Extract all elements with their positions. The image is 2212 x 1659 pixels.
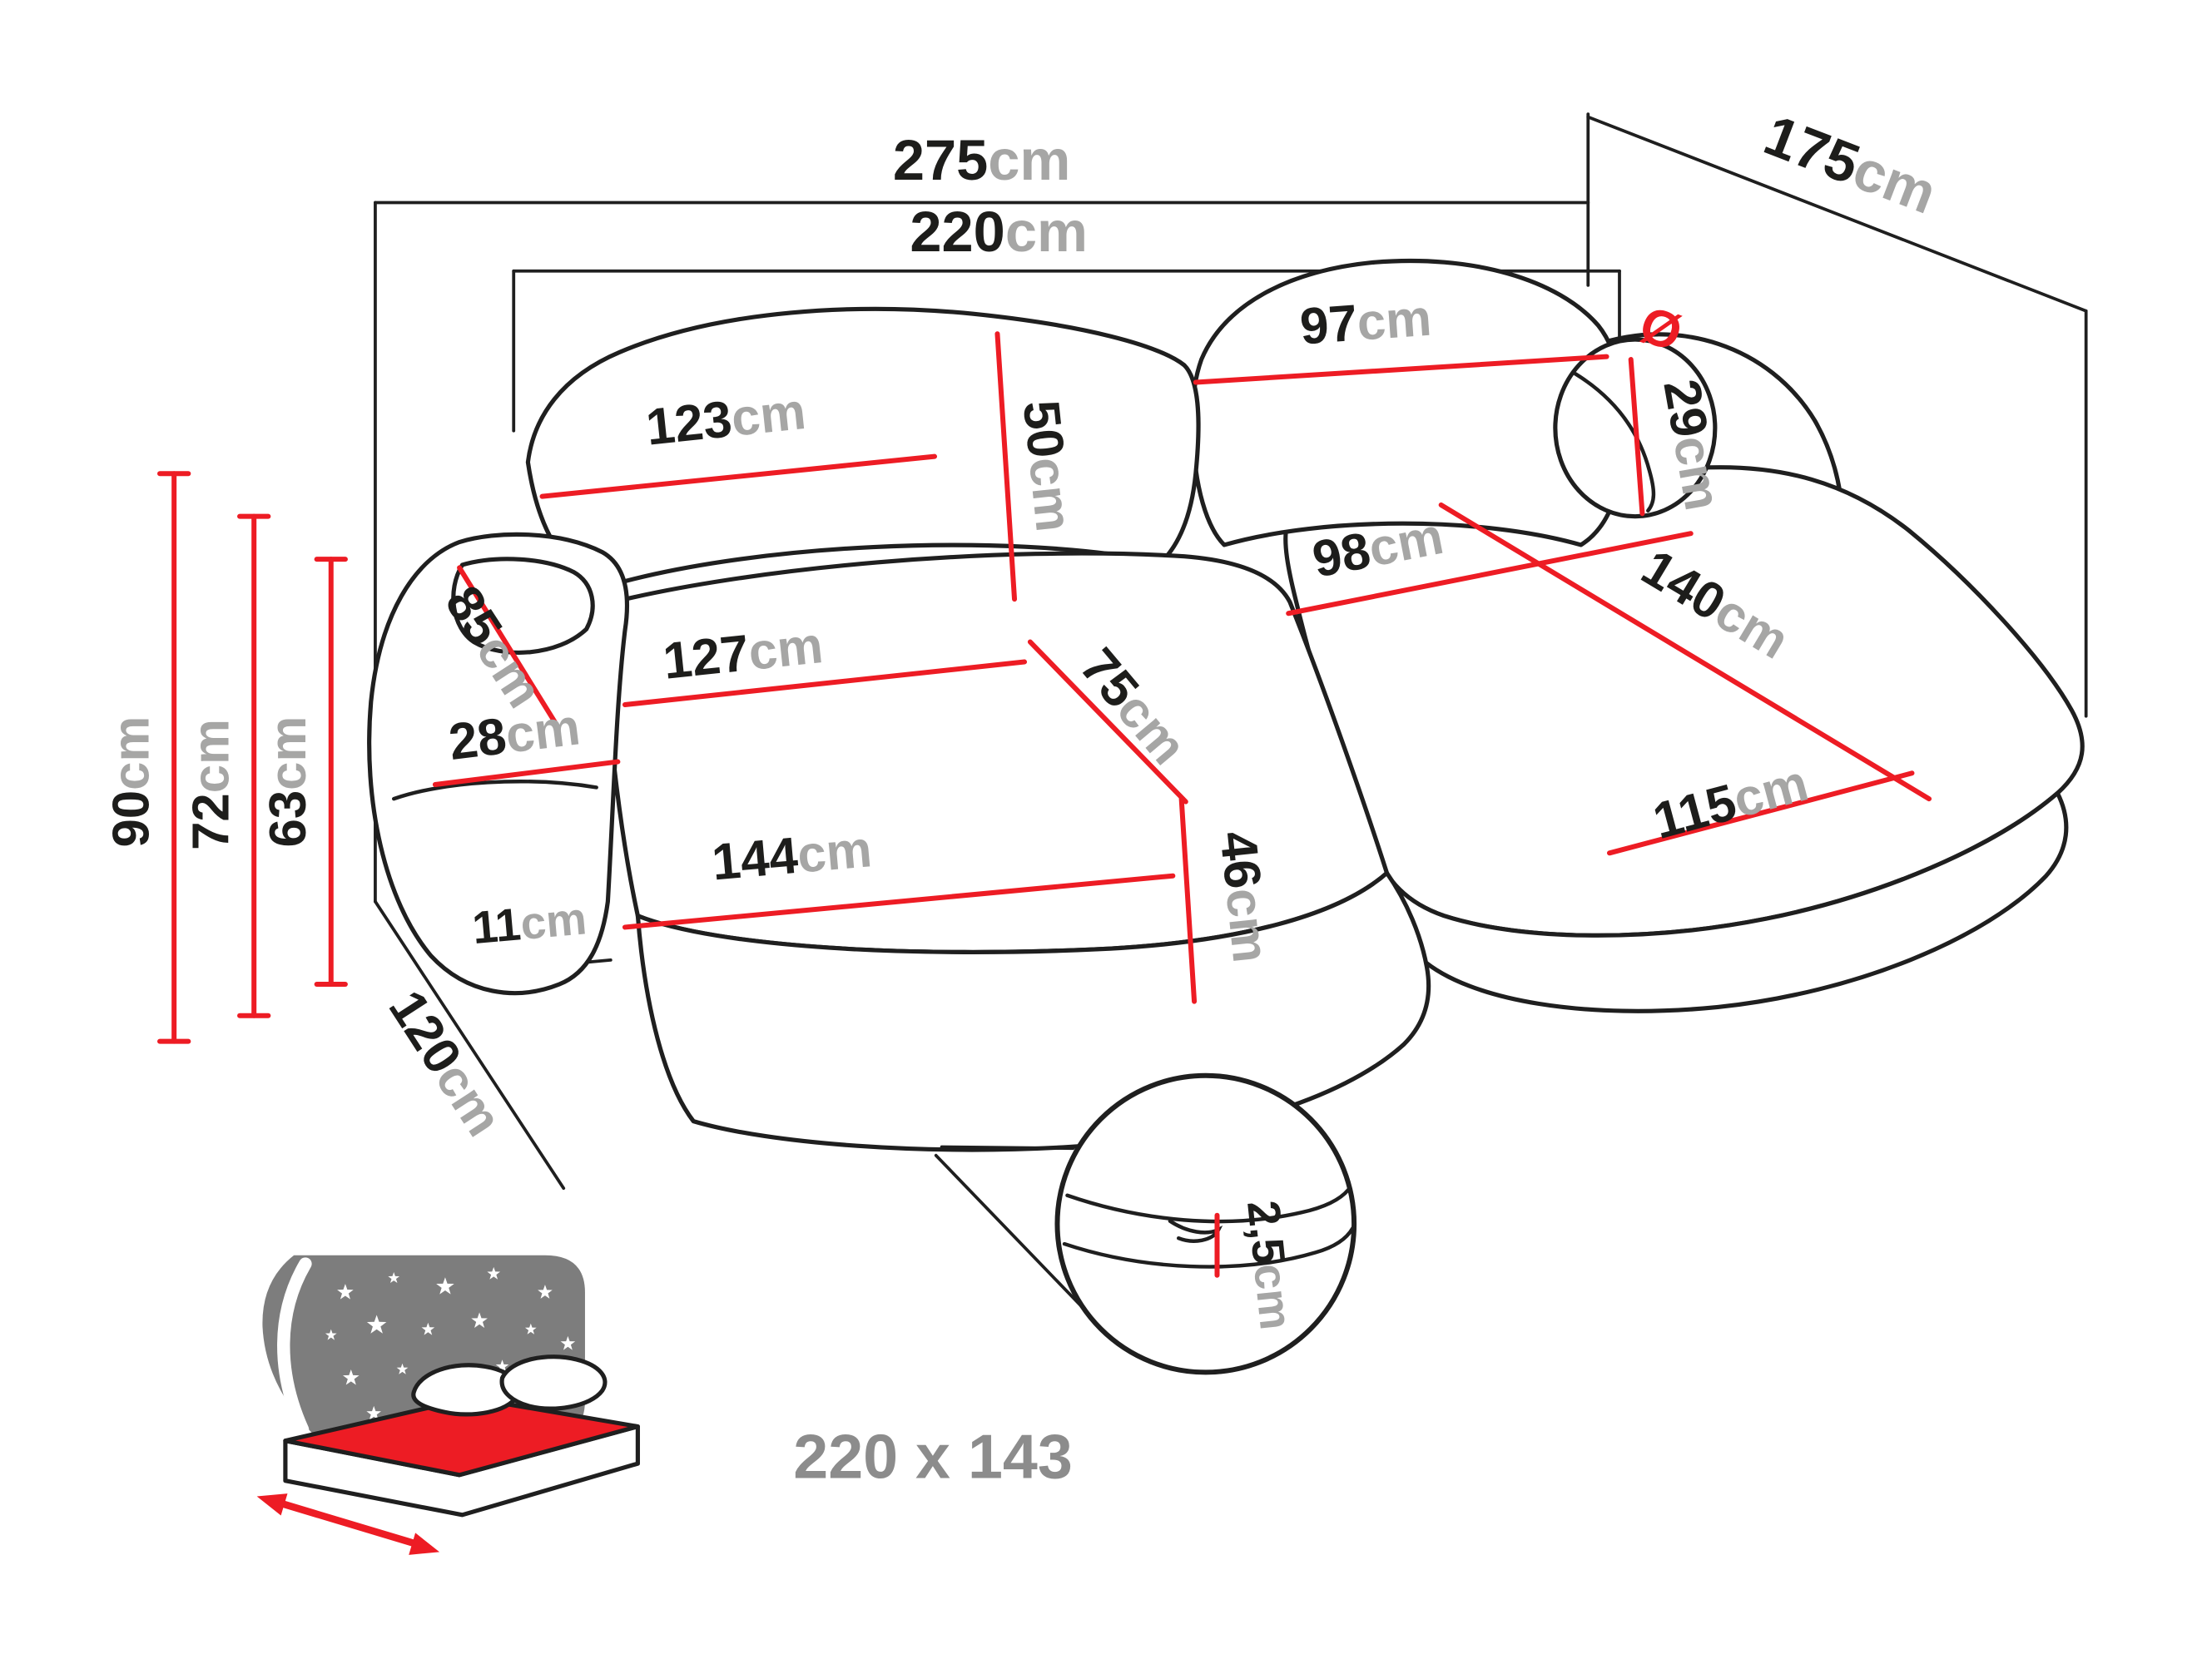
armrest-left-seam: [391, 780, 598, 801]
dim-220-unit: cm: [1005, 200, 1088, 264]
dim-123-line: [539, 453, 938, 499]
backrest-left-cushion: [525, 306, 1201, 590]
dim-46-line: [1178, 796, 1198, 1004]
sofa-illustration: [367, 258, 2085, 1152]
dim-97-line: [1193, 354, 1609, 385]
dim-29-value: 29: [1652, 375, 1719, 442]
dim-175-label: 175cm: [1756, 102, 1945, 225]
pillow-right: [499, 1354, 608, 1411]
dim-175-line: [1586, 115, 2088, 313]
dim-11-label: 11cm: [470, 892, 588, 953]
detail-seam-upper: [1065, 1187, 1351, 1224]
dim-144-label: 144cm: [710, 820, 874, 891]
mattress-top-red: [283, 1395, 640, 1478]
dim-275-value: 275: [893, 128, 988, 192]
dim-28-line: [432, 759, 621, 787]
dim-28-unit: cm: [503, 698, 583, 764]
dim-29-label: 29cm: [1652, 375, 1731, 514]
bolster-contour: [1573, 371, 1656, 513]
dim-275-label: 275cm: [893, 128, 1071, 192]
dim-115-line: [1606, 770, 1915, 856]
dim-28-value: 28: [446, 707, 510, 771]
detail-callout: 2,5cm: [934, 1072, 1357, 1375]
dim-97-value: 97: [1298, 295, 1359, 356]
dim-46-unit: cm: [1214, 885, 1279, 965]
dim-46-value: 46: [1208, 829, 1272, 891]
sleeping-size-label: 220 x 143: [793, 1421, 1073, 1491]
dim-98-line: [1286, 531, 1694, 617]
dim-98-unit: cm: [1364, 508, 1448, 578]
dim-127-label: 127cm: [661, 617, 826, 691]
dim-127-line: [622, 659, 1028, 707]
detail-seam-lower: [1062, 1226, 1355, 1269]
dim-90-unit: cm: [102, 716, 160, 790]
dim-140-line: [1438, 502, 1932, 802]
dim-97-unit: cm: [1355, 290, 1433, 352]
unfold-arrow-head-right: [409, 1533, 440, 1555]
dim-11-unit: cm: [518, 892, 588, 949]
dim-75-line: [1027, 639, 1188, 805]
dim-120-line: [374, 899, 566, 1191]
dim-11-value: 11: [470, 898, 523, 953]
dim-98-label: 98cm: [1308, 508, 1448, 589]
dim-127-unit: cm: [746, 617, 826, 681]
dim-46-label: 46cm: [1208, 829, 1279, 965]
dim-2-5-unit: cm: [1244, 1261, 1302, 1332]
dim-123-value: 123: [643, 390, 735, 456]
dim-90-label: 90cm: [102, 716, 160, 848]
dim-63-unit: cm: [260, 716, 317, 790]
dim-144-unit: cm: [795, 820, 874, 884]
red-dimension-lines: [157, 331, 1932, 1044]
dim-127-value: 127: [661, 624, 752, 690]
dim-50-value: 50: [1012, 398, 1075, 460]
dim-2-5-value: 2,5: [1237, 1198, 1296, 1266]
dim-63-label: 63cm: [260, 716, 317, 848]
callout-leader-top: [940, 1145, 1075, 1151]
armrest-left-top: [451, 557, 595, 655]
dim-50-label: 50cm: [1012, 398, 1083, 534]
dim-144-value: 144: [710, 827, 801, 892]
sleeping-function-icon: [256, 1255, 640, 1555]
dim-85-line: [457, 565, 559, 727]
dim-72-value: 72: [182, 793, 240, 850]
dim-72-label: 72cm: [182, 719, 240, 850]
armrest-left: [367, 532, 629, 996]
dim-63-value: 63: [260, 790, 317, 848]
dim-28-label: 28cm: [446, 698, 583, 771]
unfold-arrow-head-left: [256, 1493, 288, 1516]
dim-275-unit: cm: [988, 128, 1070, 192]
dim-90-value: 90: [102, 790, 160, 848]
dim-98-value: 98: [1308, 522, 1376, 589]
dim-144-line: [622, 873, 1176, 930]
dim-29-line: [1628, 357, 1645, 517]
dim-72-unit: cm: [182, 719, 240, 793]
chaise-front: [1370, 790, 2069, 1013]
dim-29-unit: cm: [1662, 432, 1731, 515]
dim-123-unit: cm: [729, 383, 809, 448]
moonlight-swoosh: [277, 1257, 312, 1436]
dim-97-label: 97cm: [1298, 290, 1433, 356]
unfold-arrow-shaft: [275, 1498, 421, 1548]
dim-123-label: 123cm: [643, 383, 808, 457]
callout-leader-bottom: [934, 1153, 1089, 1315]
dim-220-label: 220cm: [910, 200, 1088, 264]
dim-2-5-label: 2,5cm: [1237, 1198, 1302, 1332]
detail-circle: [1054, 1072, 1357, 1375]
dim-50-line: [994, 331, 1018, 602]
dim-220-value: 220: [910, 200, 1004, 264]
dim-50-unit: cm: [1018, 454, 1083, 534]
